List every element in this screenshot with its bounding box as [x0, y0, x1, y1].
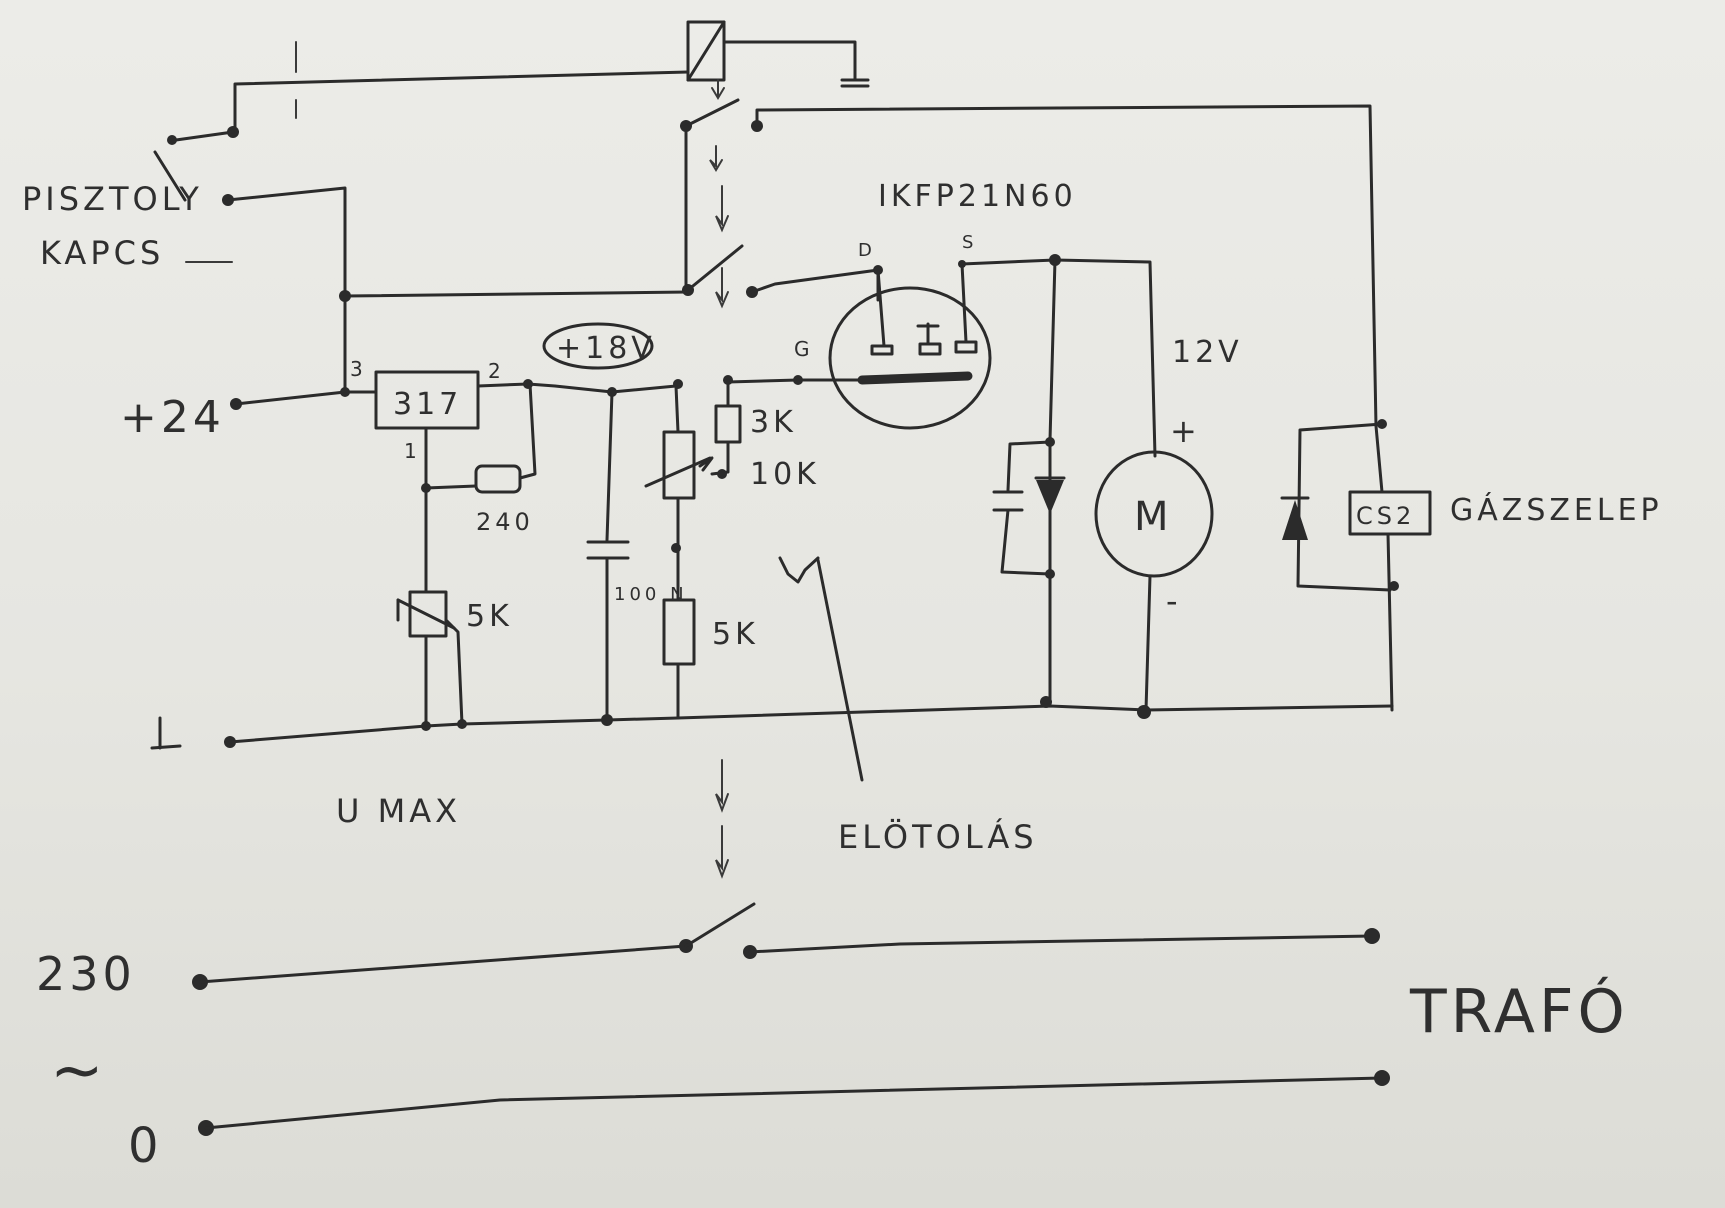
wire-bus-top	[343, 290, 690, 298]
label-minus: -	[1166, 582, 1182, 620]
mosfet-ikfp21n60	[828, 254, 1157, 458]
mains-wiring	[192, 902, 1390, 1136]
annotation-arrow	[778, 556, 864, 782]
label-c100n: 100 N	[614, 584, 688, 605]
mains-arrows	[715, 759, 729, 879]
label-tilde: ~	[50, 1034, 108, 1108]
label-reg: 317	[393, 387, 462, 422]
ground-bus	[150, 696, 1394, 750]
label-pot5k: 5K	[466, 599, 513, 634]
relay-contact-1	[680, 98, 1378, 428]
v18-circle	[542, 322, 654, 370]
label-g: G	[794, 337, 814, 361]
label-mosfet: IKFP21N60	[878, 179, 1077, 214]
trigger-switch	[153, 98, 347, 298]
label-kapcs: KAPCS	[40, 234, 164, 272]
gas-valve	[1280, 419, 1432, 712]
label-pisztoly: PISZTOLY	[22, 180, 203, 218]
resistor-5k	[662, 598, 696, 720]
label-elotolas: ELÖTOLÁS	[838, 818, 1038, 856]
input-plus24	[230, 294, 378, 410]
lm317-regulator	[374, 370, 614, 490]
label-r240: 240	[476, 508, 534, 536]
diode-motor	[992, 258, 1066, 702]
label-d: D	[858, 240, 876, 261]
resistor-240	[421, 382, 537, 494]
label-pot10k: 10K	[750, 457, 820, 492]
label-valve-box: CS2	[1356, 502, 1415, 530]
label-gazszelep: GÁZSZELEP	[1450, 492, 1663, 528]
label-trafo: TRAFÓ	[1409, 976, 1629, 1047]
label-vmax: U MAX	[336, 792, 461, 830]
label-s: S	[962, 232, 977, 253]
trimmer-5k	[396, 486, 464, 728]
label-r3k: 3K	[750, 405, 797, 440]
label-motor: M	[1134, 494, 1173, 540]
label-v230: 230	[36, 947, 136, 1001]
label-pin1: 1	[404, 439, 421, 463]
label-v12: 12V	[1172, 335, 1243, 370]
pot-10k	[610, 379, 714, 602]
label-plus24: +24	[120, 392, 225, 443]
relay-contact-2	[682, 244, 880, 309]
label-pin2: 2	[488, 359, 505, 383]
label-v18: +18V	[556, 331, 656, 366]
wire-trigger-relay	[233, 70, 690, 102]
relay-coil	[686, 20, 870, 100]
label-r5k: 5K	[712, 617, 759, 652]
label-plus: +	[1170, 412, 1201, 450]
label-pin3: 3	[350, 357, 367, 381]
label-zero: 0	[128, 1118, 163, 1174]
motor	[1094, 450, 1214, 712]
capacitor-100n	[586, 387, 630, 722]
